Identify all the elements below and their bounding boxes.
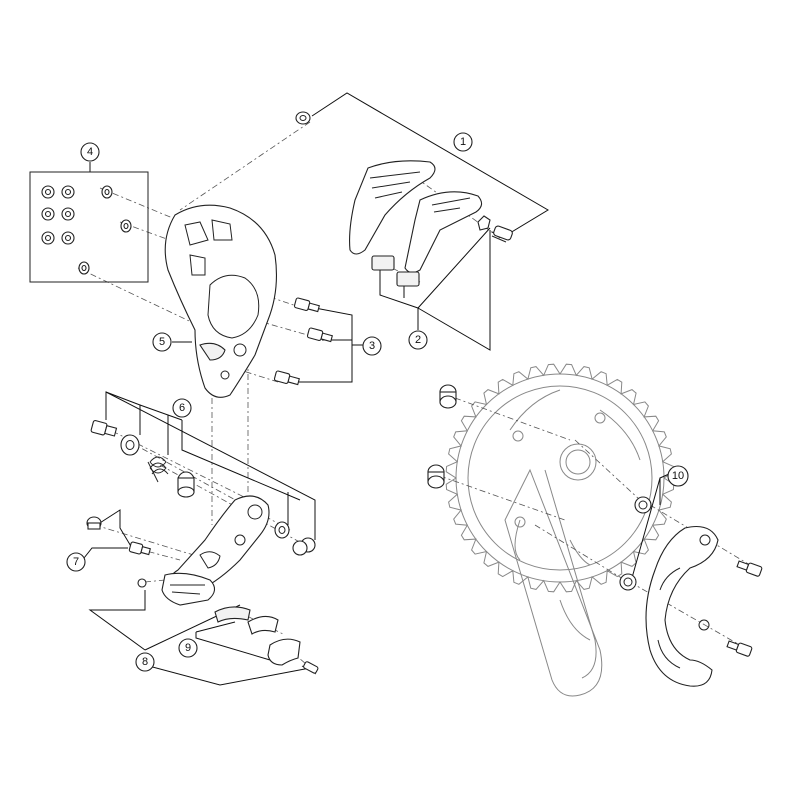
callout-5-label: 5 bbox=[159, 336, 165, 348]
callout-3-label: 3 bbox=[369, 340, 375, 352]
callout-2: 2 bbox=[408, 330, 428, 350]
callout-10: 10 bbox=[667, 465, 689, 487]
top-guide-assembly bbox=[295, 111, 513, 287]
chainring-bolts-left bbox=[427, 384, 457, 489]
crankset-outline bbox=[445, 363, 675, 697]
tensioner-pivot-parts bbox=[90, 420, 195, 498]
upper-backplate bbox=[164, 204, 277, 398]
callout-8: 8 bbox=[135, 652, 155, 672]
callout-8-label: 8 bbox=[142, 656, 148, 668]
callout-5: 5 bbox=[152, 332, 172, 352]
spacer-grid bbox=[41, 185, 132, 275]
callout-1-label: 1 bbox=[460, 136, 466, 148]
callout-2-label: 2 bbox=[415, 334, 421, 346]
callout-7-label: 7 bbox=[73, 556, 79, 568]
callout-10-label: 10 bbox=[672, 470, 684, 482]
bash-guard-assembly bbox=[619, 496, 763, 687]
chainring bbox=[445, 363, 675, 593]
callout-1: 1 bbox=[453, 132, 473, 152]
callout-3: 3 bbox=[362, 336, 382, 356]
spacer-set-box bbox=[29, 171, 149, 283]
callout-9-label: 9 bbox=[185, 642, 191, 654]
chainring-teeth bbox=[445, 363, 675, 593]
callout-4-label: 4 bbox=[87, 146, 93, 158]
lower-guide-assembly bbox=[137, 572, 319, 675]
torsion-spring bbox=[147, 456, 169, 483]
callout-9: 9 bbox=[178, 638, 198, 658]
callout-4: 4 bbox=[80, 142, 100, 162]
callout-6: 6 bbox=[172, 398, 192, 418]
backplate-bolts bbox=[273, 297, 333, 386]
arm-bolts bbox=[86, 516, 151, 556]
callout-7: 7 bbox=[66, 552, 86, 572]
callout-6-label: 6 bbox=[179, 402, 185, 414]
